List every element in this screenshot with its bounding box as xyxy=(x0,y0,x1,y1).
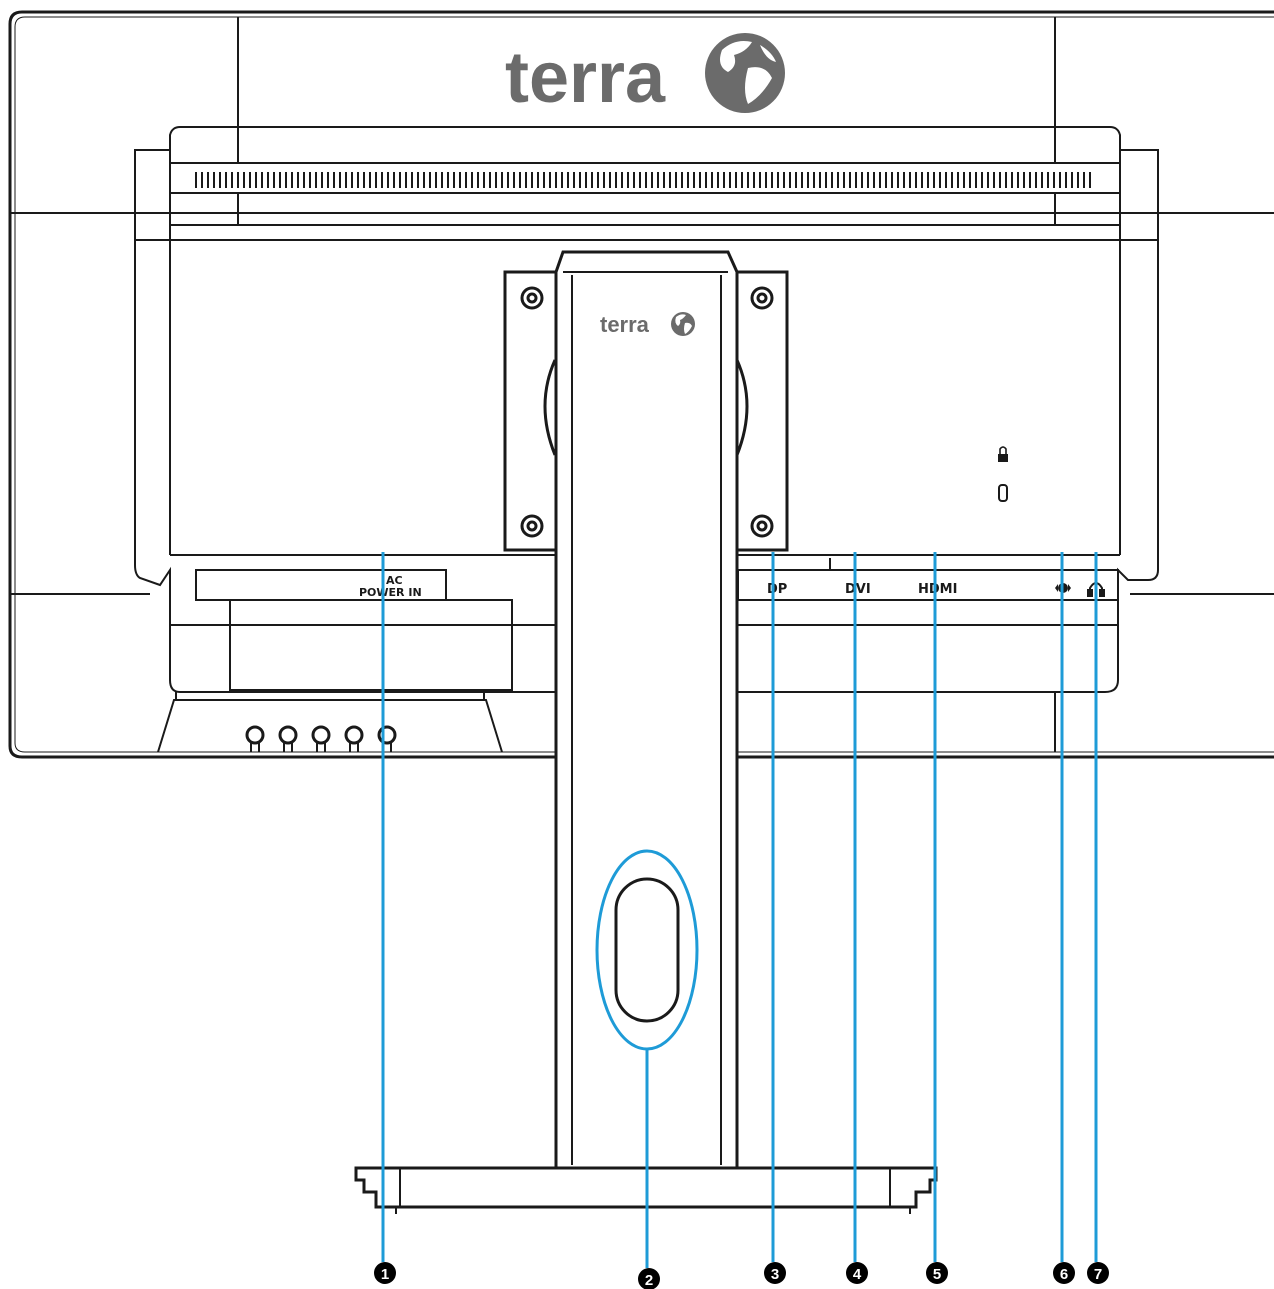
control-button xyxy=(377,725,397,745)
vent-slots xyxy=(195,172,1091,188)
stand-neck xyxy=(554,250,739,1170)
screw xyxy=(520,514,544,538)
control-button xyxy=(245,725,265,745)
monitor-frame xyxy=(8,10,1274,759)
dp-label: DP xyxy=(767,582,787,597)
svg-text:6: 6 xyxy=(1060,1266,1068,1283)
back-housing xyxy=(134,126,1159,693)
cable-management-hole xyxy=(614,877,680,1023)
power-label-line1: AC xyxy=(386,574,403,587)
dvi-label: DVI xyxy=(845,582,871,597)
callout-badge-6: 6 xyxy=(1053,1262,1075,1284)
callout-badge-5: 5 xyxy=(926,1262,948,1284)
control-button xyxy=(311,725,331,745)
callout-badge-7: 7 xyxy=(1087,1262,1109,1284)
stand-logo-text: terra xyxy=(600,312,650,337)
control-buttons xyxy=(245,725,397,752)
hdmi-label: HDMI xyxy=(918,582,957,597)
vesa-screws xyxy=(520,286,774,538)
screw xyxy=(750,514,774,538)
svg-text:7: 7 xyxy=(1094,1266,1102,1283)
globe-logo-icon xyxy=(705,33,785,113)
callout-badge-3: 3 xyxy=(764,1262,786,1284)
power-label-line2: POWER IN xyxy=(359,586,422,599)
svg-text:5: 5 xyxy=(933,1266,941,1283)
svg-text:4: 4 xyxy=(853,1266,862,1283)
stand-globe-icon xyxy=(671,312,695,336)
button-bay xyxy=(157,699,503,753)
svg-text:2: 2 xyxy=(645,1272,653,1289)
screw xyxy=(520,286,544,310)
callout-badge-1: 1 xyxy=(374,1262,396,1284)
control-button xyxy=(278,725,298,745)
callout-badges: 1 2 3 4 5 6 7 xyxy=(374,1262,1109,1289)
kensington-slot xyxy=(998,484,1008,502)
brand-logo-text: terra xyxy=(505,38,666,118)
callout-badge-4: 4 xyxy=(846,1262,868,1284)
callout-badge-2: 2 xyxy=(638,1268,660,1289)
callout-lines xyxy=(381,552,1098,1268)
svg-text:3: 3 xyxy=(771,1266,779,1283)
lock-icon xyxy=(998,446,1008,462)
screw xyxy=(750,286,774,310)
svg-text:1: 1 xyxy=(381,1266,389,1283)
control-button xyxy=(344,725,364,745)
